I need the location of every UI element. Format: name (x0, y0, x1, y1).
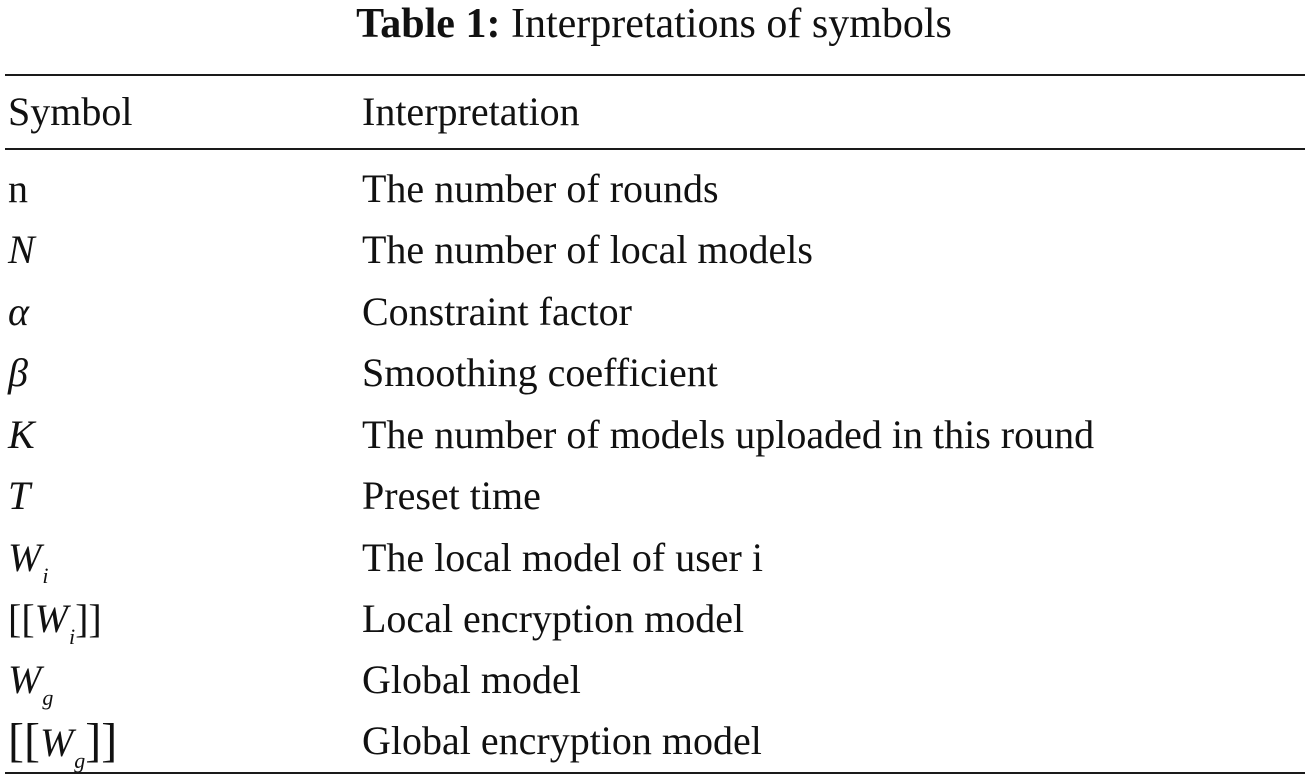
symbol-base: W (34, 596, 68, 641)
table-header-rule (5, 148, 1305, 150)
table-top-rule (5, 74, 1305, 76)
header-symbol: Symbol (8, 89, 133, 134)
table-row: n The number of rounds (8, 158, 1304, 220)
header-interpretation: Interpretation (362, 89, 580, 134)
table-header-row: Symbol Interpretation (8, 80, 1304, 144)
symbol-base: W (8, 657, 42, 702)
symbol-cell: N (8, 227, 35, 272)
symbol-cell: [[Wg]] (8, 710, 348, 780)
symbol-cell: β (8, 350, 28, 395)
symbol-cell: Wi (8, 527, 348, 595)
interpretation-cell: Smoothing coefficient (362, 350, 718, 395)
table-row: T Preset time (8, 465, 1304, 527)
symbol-cell: K (8, 412, 35, 457)
interpretation-cell: Constraint factor (362, 289, 632, 334)
open-bracket: [[ (8, 596, 35, 641)
symbol-base: W (8, 535, 42, 580)
table-bottom-rule (5, 772, 1305, 774)
interpretation-cell: Preset time (362, 473, 541, 518)
symbol-cell: n (8, 166, 28, 211)
table-row: Wi The local model of user i (8, 527, 1304, 589)
table-row: Wg Global model (8, 649, 1304, 711)
table-row: [[Wi]] Local encryption model (8, 588, 1304, 650)
interpretation-cell: Global encryption model (362, 718, 762, 763)
table-caption-text: Interpretations of symbols (510, 1, 952, 47)
symbol-base: W (39, 720, 74, 765)
table-row: K The number of models uploaded in this … (8, 404, 1304, 466)
interpretation-cell: The number of models uploaded in this ro… (362, 412, 1095, 457)
close-bracket: ]] (85, 714, 118, 767)
symbol-subscript: g (42, 685, 54, 710)
symbol-subscript: i (68, 624, 76, 649)
symbol-cell: T (8, 473, 31, 518)
symbol-subscript: i (42, 563, 49, 588)
table-row: N The number of local models (8, 219, 1304, 281)
interpretation-cell: The number of rounds (362, 166, 719, 211)
table-row: β Smoothing coefficient (8, 342, 1304, 404)
interpretation-cell: The local model of user i (362, 535, 763, 580)
symbol-subscript: g (74, 748, 86, 773)
table-row: α Constraint factor (8, 281, 1304, 343)
open-bracket: [[ (8, 714, 40, 767)
symbol-cell: α (8, 289, 29, 334)
interpretation-cell: Global model (362, 657, 581, 702)
symbol-cell: [[Wi]] (8, 588, 348, 656)
interpretation-cell: The number of local models (362, 227, 813, 272)
symbol-cell: Wg (8, 649, 348, 717)
close-bracket: ]] (75, 596, 102, 641)
table-caption: Table 1: Interpretations of symbols (0, 2, 1308, 46)
table-row: [[Wg]] Global encryption model (8, 710, 1304, 773)
interpretation-cell: Local encryption model (362, 596, 745, 641)
table-caption-label: Table 1: (356, 1, 501, 47)
